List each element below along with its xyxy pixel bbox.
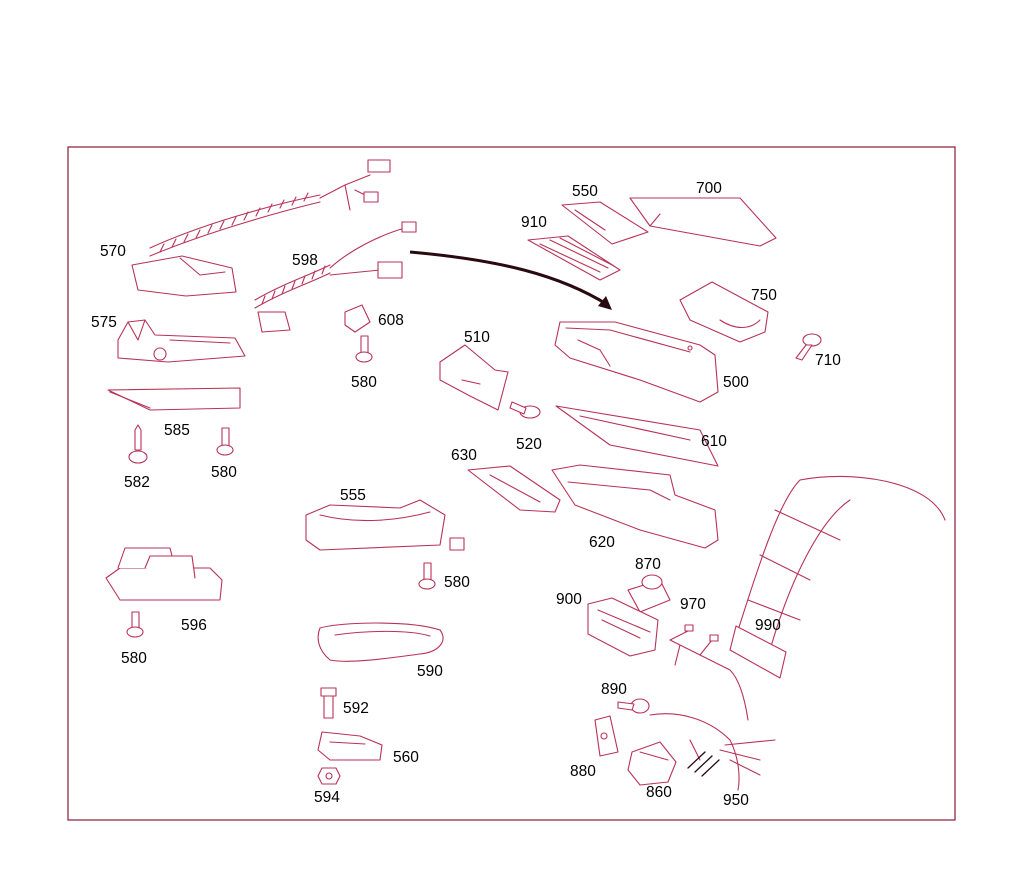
part-630-bracket[interactable] [467,465,561,513]
part-608-clip[interactable] [344,304,371,333]
part-860-motor[interactable] [627,741,677,786]
label-575: 575 [91,314,117,331]
label-585: 585 [164,422,190,439]
part-700-lid[interactable] [629,197,777,247]
label-910: 910 [521,214,547,231]
part-575-cradle-base[interactable] [117,319,246,363]
part-585-cover-plate[interactable] [107,387,241,411]
label-880: 880 [570,763,596,780]
part-590-cover[interactable] [317,622,444,662]
label-610: 610 [701,433,727,450]
label-700: 700 [696,180,722,197]
part-910-grille[interactable] [527,235,621,281]
label-580-c: 580 [444,574,470,591]
screw-520[interactable] [509,401,541,419]
label-860: 860 [646,784,672,801]
part-560-bracket[interactable] [317,731,383,761]
label-990: 990 [755,617,781,634]
label-590: 590 [417,663,443,680]
screw-580-c[interactable] [418,562,436,590]
part-550-lid[interactable] [561,201,649,245]
part-555-cradle[interactable] [305,499,465,551]
label-710: 710 [815,352,841,369]
assembly-arrow [409,250,612,310]
screw-710[interactable] [795,333,822,361]
label-596: 596 [181,617,207,634]
part-598-coiled-cable[interactable] [254,221,417,333]
label-594: 594 [314,789,340,806]
part-970-harness[interactable] [669,624,749,721]
part-750-cover[interactable] [679,281,769,343]
part-dashboard-outline [734,475,946,651]
label-620: 620 [589,534,615,551]
part-596-holder[interactable] [105,547,223,601]
label-950: 950 [723,792,749,809]
label-550: 550 [572,183,598,200]
label-870: 870 [635,556,661,573]
label-510: 510 [464,329,490,346]
label-560: 560 [393,749,419,766]
label-970: 970 [680,596,706,613]
label-580-d: 580 [121,650,147,667]
label-890: 890 [601,681,627,698]
label-630: 630 [451,447,477,464]
label-598: 598 [292,252,318,269]
screw-580-a[interactable] [355,335,373,363]
part-990-panel[interactable] [729,625,787,679]
part-950-harness[interactable] [649,713,776,791]
label-608: 608 [378,312,404,329]
label-500: 500 [723,374,749,391]
nut-594[interactable] [317,767,341,785]
screw-592[interactable] [320,687,337,719]
label-555: 555 [340,487,366,504]
screw-890[interactable] [617,698,650,714]
diagram-frame [67,146,956,821]
label-520: 520 [516,436,542,453]
part-900-switch-block[interactable] [587,597,659,657]
label-592: 592 [343,700,369,717]
label-580-b: 580 [211,464,237,481]
part-570-coiled-cable-cradle[interactable] [131,159,391,297]
part-880-bracket[interactable] [594,715,619,757]
label-570: 570 [100,243,126,260]
part-510-panel[interactable] [439,344,509,411]
screw-580-d[interactable] [126,611,144,638]
screw-580-b[interactable] [216,427,234,456]
label-580-a: 580 [351,374,377,391]
part-610-plate[interactable] [555,405,719,467]
label-582: 582 [124,474,150,491]
part-500-console[interactable] [554,321,719,403]
label-750: 750 [751,287,777,304]
label-900: 900 [556,591,582,608]
screw-582[interactable] [128,424,148,464]
part-870-knob[interactable] [627,574,671,613]
part-620-housing[interactable] [551,464,719,549]
